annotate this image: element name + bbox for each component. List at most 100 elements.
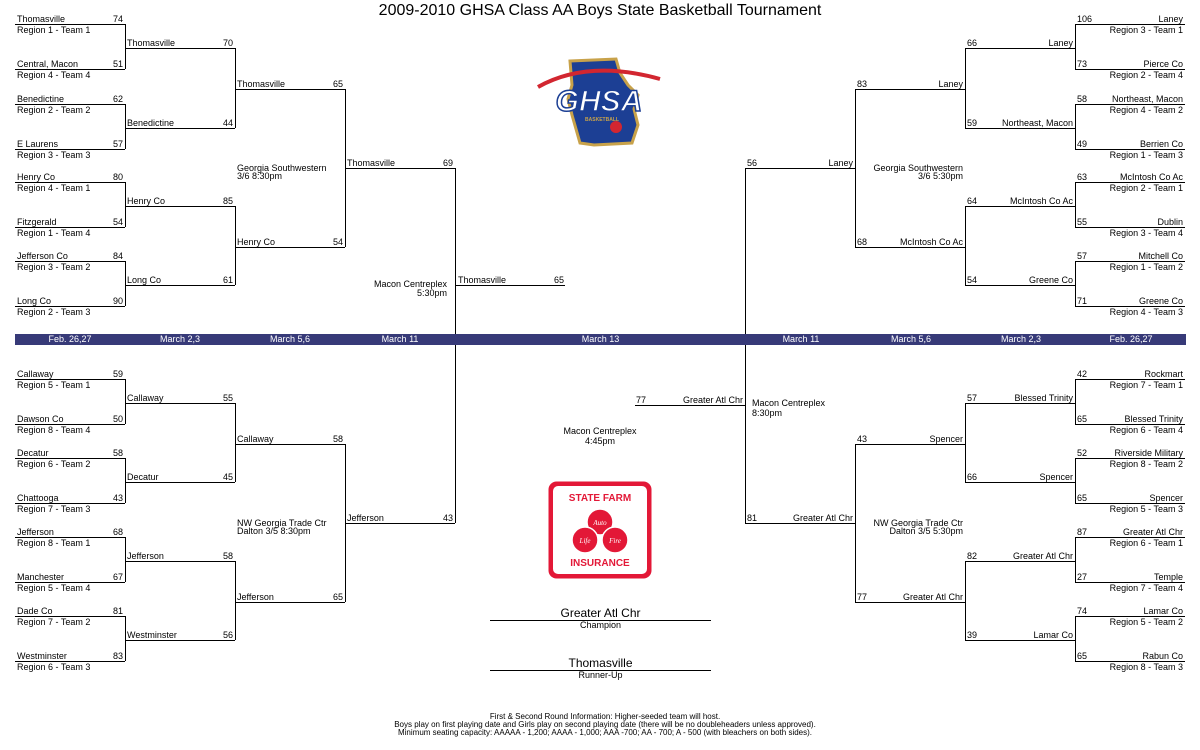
champion-label: Champion: [579, 620, 622, 630]
team-seed: Region 7 - Team 1: [1109, 380, 1183, 390]
team-name: Rabun Co: [1142, 651, 1183, 661]
date-label: March 11: [381, 334, 419, 344]
date-label: March 5,6: [890, 334, 932, 344]
team-name: Decatur: [17, 448, 49, 458]
bracket-line: [1075, 458, 1185, 459]
bracket-line: [235, 561, 236, 640]
team-name: Decatur: [127, 472, 159, 482]
team-name: Temple: [1153, 572, 1183, 582]
team-score: 54: [112, 217, 123, 227]
venue-time: Dalton 3/5 8:30pm: [237, 526, 311, 536]
bracket-line: [1075, 104, 1076, 149]
bracket-line: [235, 403, 236, 482]
team-score: 65: [1077, 414, 1088, 424]
bracket-line: [15, 149, 125, 150]
team-name: Jefferson: [237, 592, 274, 602]
bracket-line: [1075, 537, 1076, 582]
bracket-line: [235, 247, 345, 248]
date-label: March 2,3: [1000, 334, 1042, 344]
team-score: 81: [112, 606, 123, 616]
team-seed: Region 1 - Team 1: [17, 25, 91, 35]
team-name: Thomasville: [237, 79, 286, 89]
bracket-line: [15, 582, 125, 583]
bracket-line: [965, 48, 966, 128]
bracket-line: [125, 48, 235, 49]
team-score: 56: [747, 158, 758, 168]
bracket-line: [125, 104, 126, 149]
team-score: 44: [222, 118, 233, 128]
team-score: 87: [1077, 527, 1088, 537]
team-score: 65: [332, 592, 343, 602]
bracket-line: [125, 482, 235, 483]
team-name: Westminster: [17, 651, 67, 661]
team-score: 39: [967, 630, 978, 640]
runner-up-label: Runner-Up: [578, 670, 623, 680]
team-name: Benedictine: [127, 118, 175, 128]
bracket-line: [855, 89, 965, 90]
bracket-line: [15, 261, 125, 262]
team-score: 58: [222, 551, 233, 561]
team-name: Greater Atl Chr: [1012, 551, 1073, 561]
team-name: Laney: [938, 79, 963, 89]
team-seed: Region 6 - Team 1: [1109, 538, 1183, 548]
team-name: Spencer: [1039, 472, 1073, 482]
ghsa-logo: GHSA BASKETBALL: [537, 57, 661, 147]
team-score: 64: [967, 196, 978, 206]
bracket-line: [125, 261, 126, 306]
team-name: Callaway: [17, 369, 54, 379]
bracket-line: [1075, 306, 1185, 307]
sponsor-top-text: STATE FARM: [569, 493, 631, 504]
date-label: Feb. 26,27: [48, 334, 92, 344]
team-score: 84: [112, 251, 123, 261]
team-score: 71: [1077, 296, 1088, 306]
team-name: Chattooga: [17, 493, 59, 503]
team-name: Lamar Co: [1143, 606, 1183, 616]
team-score: 83: [112, 651, 123, 661]
bracket-line: [965, 206, 1075, 207]
bracket-line: [1075, 227, 1185, 228]
runner-up-line: [490, 670, 711, 671]
team-name: Long Co: [127, 275, 162, 285]
team-name: Spencer: [1149, 493, 1183, 503]
bracket-line: [125, 379, 126, 424]
team-seed: Region 6 - Team 3: [17, 662, 91, 672]
footer-info: First & Second Round Information: Higher…: [0, 713, 1200, 737]
team-seed: Region 6 - Team 2: [17, 459, 91, 469]
team-seed: Region 4 - Team 2: [1109, 105, 1183, 115]
team-name: Jefferson: [347, 513, 384, 523]
team-score: 82: [967, 551, 978, 561]
bracket-line: [125, 206, 235, 207]
team-score: 43: [442, 513, 453, 523]
team-score: 59: [967, 118, 978, 128]
team-score: 59: [112, 369, 123, 379]
team-score: 70: [222, 38, 233, 48]
team-seed: Region 3 - Team 2: [17, 262, 91, 272]
bracket-line: [745, 523, 855, 524]
bracket-line: [455, 168, 456, 523]
bracket-line: [1075, 261, 1076, 306]
bracket-line: [1075, 537, 1185, 538]
bracket-line: [745, 168, 855, 169]
date-label: Feb. 26,27: [1109, 334, 1153, 344]
bracket-line: [125, 403, 235, 404]
team-score: 57: [112, 139, 123, 149]
bracket-line: [855, 602, 965, 603]
footer-line: First & Second Round Information: Higher…: [489, 712, 721, 721]
team-seed: Region 4 - Team 3: [1109, 307, 1183, 317]
team-score: 67: [112, 572, 123, 582]
champion-name: Greater Atl Chr: [560, 606, 641, 620]
team-name: Henry Co: [17, 172, 56, 182]
team-name: McIntosh Co Ac: [899, 237, 963, 247]
team-name: Rockmart: [1144, 369, 1183, 379]
venue-label: Georgia Southwestern: [237, 163, 327, 173]
bracket-line: [1075, 503, 1185, 504]
bracket-line: [965, 561, 966, 640]
bracket-line: [965, 128, 1075, 129]
team-score: 83: [857, 79, 868, 89]
bracket-line: [1075, 458, 1076, 503]
bracket-line: [855, 247, 965, 248]
team-name: Pierce Co: [1143, 59, 1183, 69]
team-score: 62: [112, 94, 123, 104]
team-seed: Region 5 - Team 2: [1109, 617, 1183, 627]
bracket-line: [235, 602, 345, 603]
